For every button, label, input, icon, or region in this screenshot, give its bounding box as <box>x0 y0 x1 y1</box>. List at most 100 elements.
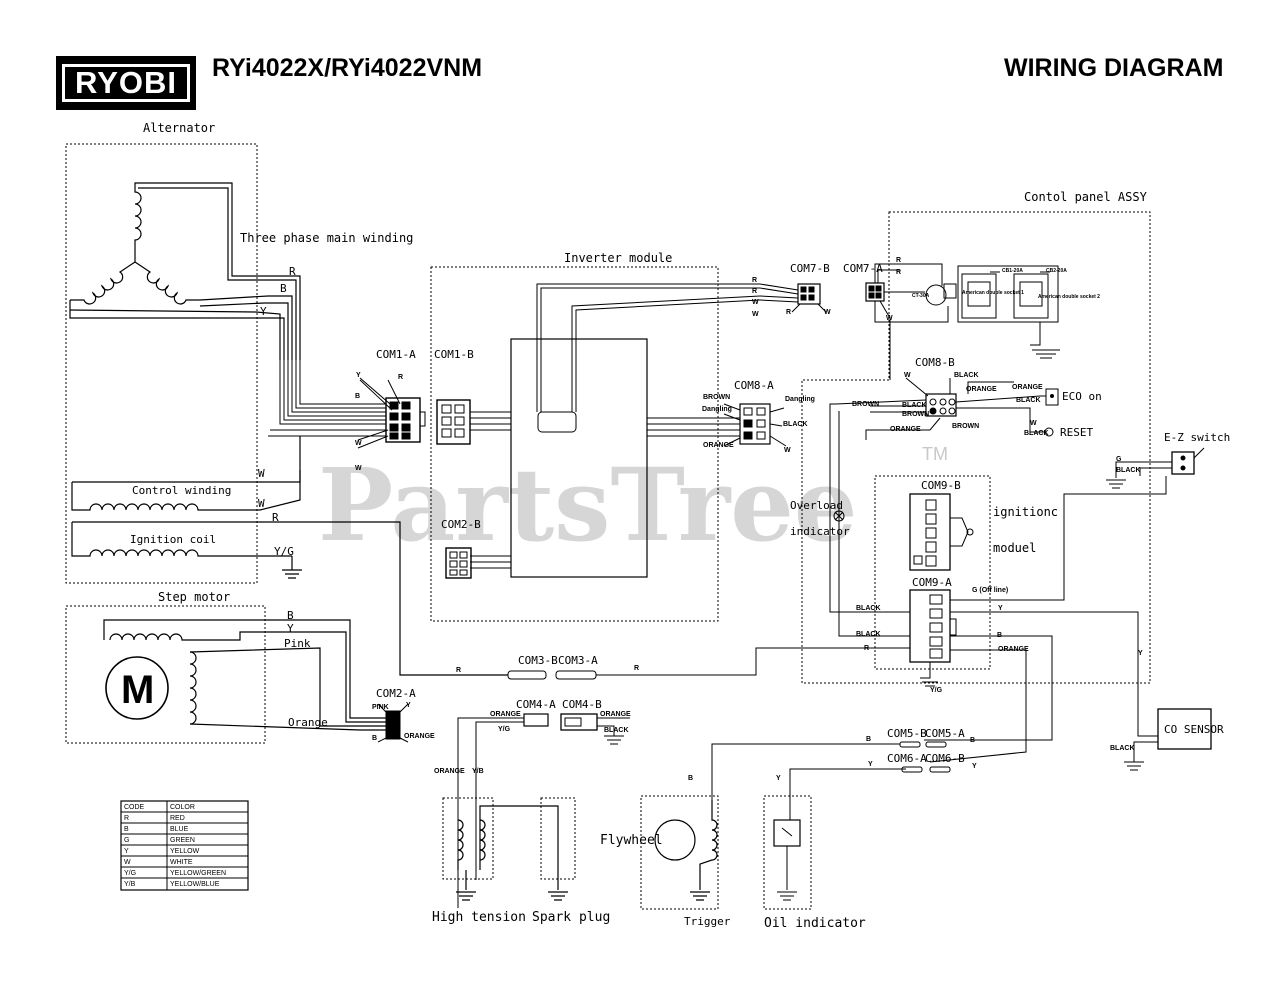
ez-switch-icon <box>1106 447 1205 489</box>
step-orange: Orange <box>288 716 328 729</box>
inverter-heatsink <box>537 411 577 433</box>
com8a-black: BLACK <box>783 421 808 428</box>
com9a-label: COM9-A <box>912 576 952 589</box>
legend-color: YELLOW <box>170 848 200 855</box>
step-pink: Pink <box>284 637 311 650</box>
legend-color: BLUE <box>170 826 189 833</box>
page-title: WIRING DIAGRAM <box>1004 54 1224 82</box>
com8a-label: COM8-A <box>734 379 774 392</box>
high-tension-label: High tension <box>432 910 526 925</box>
motor-letter: M <box>121 668 154 712</box>
circuit-breakers <box>957 265 1060 359</box>
ryobi-logo: RYOBI <box>56 56 196 110</box>
ht-yb: Y/B <box>472 768 484 775</box>
cb1-label: CB1-20A <box>1002 268 1023 274</box>
co-y: Y <box>1138 650 1143 657</box>
com8b-black-2: BLACK <box>902 402 927 409</box>
ez-g: G <box>1116 456 1122 463</box>
com9a-y: Y <box>998 605 1003 612</box>
motor-icon <box>105 656 169 720</box>
com7a-connector <box>865 263 949 380</box>
legend-header-color: COLOR <box>170 804 195 811</box>
wire-r-label: R <box>289 265 296 278</box>
ignition-module-label-2: moduel <box>993 541 1036 555</box>
com1a-w2: W <box>355 465 362 472</box>
com7a-label: COM7-A <box>843 262 883 275</box>
com7b-r2: R <box>752 288 757 295</box>
legend-code: Y/G <box>124 870 136 877</box>
com9b-connector <box>909 493 974 571</box>
legend-header-code: CODE <box>124 804 145 811</box>
com8b-w: W <box>904 372 911 379</box>
control-winding-coil <box>71 436 301 511</box>
step-y: Y <box>287 622 294 635</box>
control-panel-box <box>801 211 1151 684</box>
inverter-module-label: Inverter module <box>564 251 672 265</box>
com6-y-1: Y <box>868 761 873 768</box>
com9a-yg: Y/G <box>930 687 943 694</box>
com9a-b: B <box>997 632 1002 639</box>
com3a-label: COM3-A <box>558 654 598 667</box>
flywheel-label: Flywheel <box>600 833 663 848</box>
com9a-connector <box>596 476 1167 763</box>
com1b-label: COM1-B <box>434 348 474 361</box>
com4-orange-1: ORANGE <box>490 711 521 718</box>
com9a-g-off: G (Off line) <box>972 587 1008 594</box>
ignition-coil <box>71 521 508 676</box>
eco-switch-icon <box>1045 388 1059 406</box>
com8a-brown: BROWN <box>703 394 730 401</box>
co-black: BLACK <box>1110 745 1135 752</box>
legend-color: WHITE <box>170 859 193 866</box>
wire-yg-label-1: Y/G <box>274 545 294 558</box>
eco-orange: ORANGE <box>1012 384 1043 391</box>
com8a-orange: ORANGE <box>703 442 734 449</box>
ryobi-logo-text: RYOBI <box>62 64 190 102</box>
ez-switch-label: E-Z switch <box>1164 431 1230 444</box>
wire-b-label: B <box>280 282 287 295</box>
wire-r-label-2: R <box>272 511 279 524</box>
trigger-label: Trigger <box>684 915 731 928</box>
com1a-label: COM1-A <box>376 348 416 361</box>
com7b-r1: R <box>752 277 757 284</box>
com5-b-1: B <box>866 736 871 743</box>
legend-code: G <box>124 837 129 844</box>
oil-y: Y <box>776 775 781 782</box>
com7b-w2: W <box>752 311 759 318</box>
step-motor-coils <box>103 619 386 731</box>
socket2-label: American double socket 2 <box>1038 294 1100 300</box>
com8a-connector <box>723 403 787 447</box>
ignition-module-label-1: ignitionc <box>993 505 1058 519</box>
com9a-orange: ORANGE <box>998 646 1029 653</box>
com8b-brown-3: BROWN <box>952 423 979 430</box>
flywheel-b: B <box>688 775 693 782</box>
alternator-label: Alternator <box>143 121 215 135</box>
com6-y-2: Y <box>972 763 977 770</box>
ignition-module-box <box>874 475 991 670</box>
step-b: B <box>287 609 294 622</box>
oil-switch-icon <box>773 819 801 847</box>
wire-y-label: Y <box>260 305 267 318</box>
com1a-connector <box>357 377 426 449</box>
com7b-w1: W <box>752 299 759 306</box>
flywheel-box <box>640 795 719 910</box>
spark-plug-label: Spark plug <box>532 910 610 925</box>
control-panel-label: Contol panel ASSY <box>1024 190 1148 204</box>
com8a-w: W <box>784 447 791 454</box>
com8b-brown-2: BROWN <box>852 401 879 408</box>
com8b-orange-1: ORANGE <box>890 426 921 433</box>
legend-color: YELLOW/BLUE <box>170 881 220 888</box>
wire-w-label-2: W <box>258 497 265 510</box>
co-sensor-box <box>1157 708 1212 750</box>
ct-label: CT-30A <box>912 293 930 299</box>
step-motor-label: Step motor <box>158 590 230 604</box>
com9a-black-2: BLACK <box>856 631 881 638</box>
color-code-legend: CODE COLOR R RED B BLUE G GREEN Y YELLOW… <box>120 800 249 891</box>
legend-code: W <box>124 859 131 866</box>
com4-connectors <box>457 713 630 908</box>
com7a-r1: R <box>896 257 901 264</box>
com9b-label: COM9-B <box>921 479 961 492</box>
legend-color: GREEN <box>170 837 195 844</box>
ct-ring <box>925 284 947 306</box>
com7b-connector <box>759 283 827 313</box>
